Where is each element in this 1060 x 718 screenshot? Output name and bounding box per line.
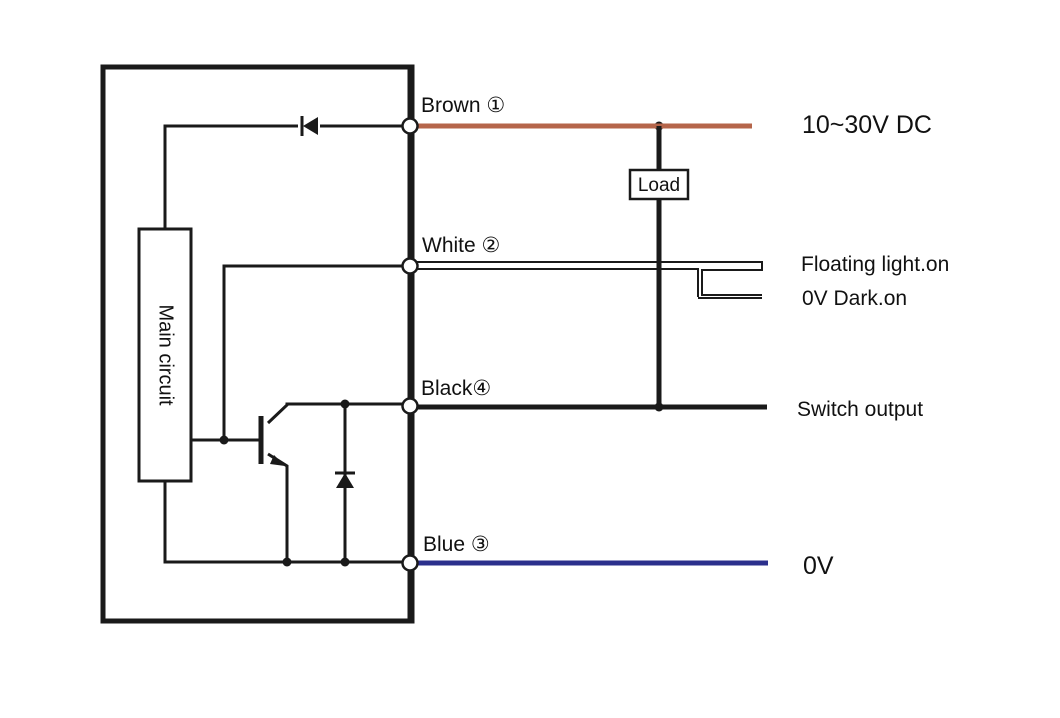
- supply-label: 10~30V DC: [802, 111, 932, 139]
- collector-wire: [266, 402, 410, 425]
- dark-label: 0V Dark.on: [802, 287, 907, 310]
- junction-dot: [282, 557, 292, 567]
- main-circuit-block: Main circuit: [137, 227, 193, 483]
- terminal-label-brown: Brown ①: [421, 94, 505, 117]
- protection-diode-icon: [298, 116, 320, 136]
- junction-dot: [340, 557, 350, 567]
- terminal-white: [401, 257, 419, 275]
- terminal-label-blue: Blue ③: [423, 533, 490, 556]
- terminal-brown: [401, 117, 419, 135]
- internal-white-wire: [222, 264, 410, 440]
- npn-transistor-icon: [258, 416, 285, 466]
- internal-supply-wire: [163, 124, 410, 229]
- load-label: Load: [638, 175, 680, 196]
- main-circuit-label: Main circuit: [155, 304, 177, 406]
- junction-dot: [340, 399, 350, 409]
- terminal-label-white: White ②: [422, 234, 500, 257]
- junction-dot: [219, 435, 229, 445]
- internal-ground-wire: [163, 481, 410, 564]
- floating-label: Floating light.on: [801, 253, 949, 276]
- white-wire: [410, 261, 763, 299]
- load-box: Load: [628, 168, 690, 201]
- terminal-label-black: Black④: [421, 377, 491, 400]
- terminal-blue: [401, 554, 419, 572]
- terminal-black: [401, 397, 419, 415]
- switch-output-label: Switch output: [797, 398, 923, 421]
- internal-wiring: [163, 124, 410, 564]
- zener-diode-icon: [335, 471, 355, 488]
- emitter-wire: [267, 452, 289, 562]
- ground-label: 0V: [803, 552, 834, 580]
